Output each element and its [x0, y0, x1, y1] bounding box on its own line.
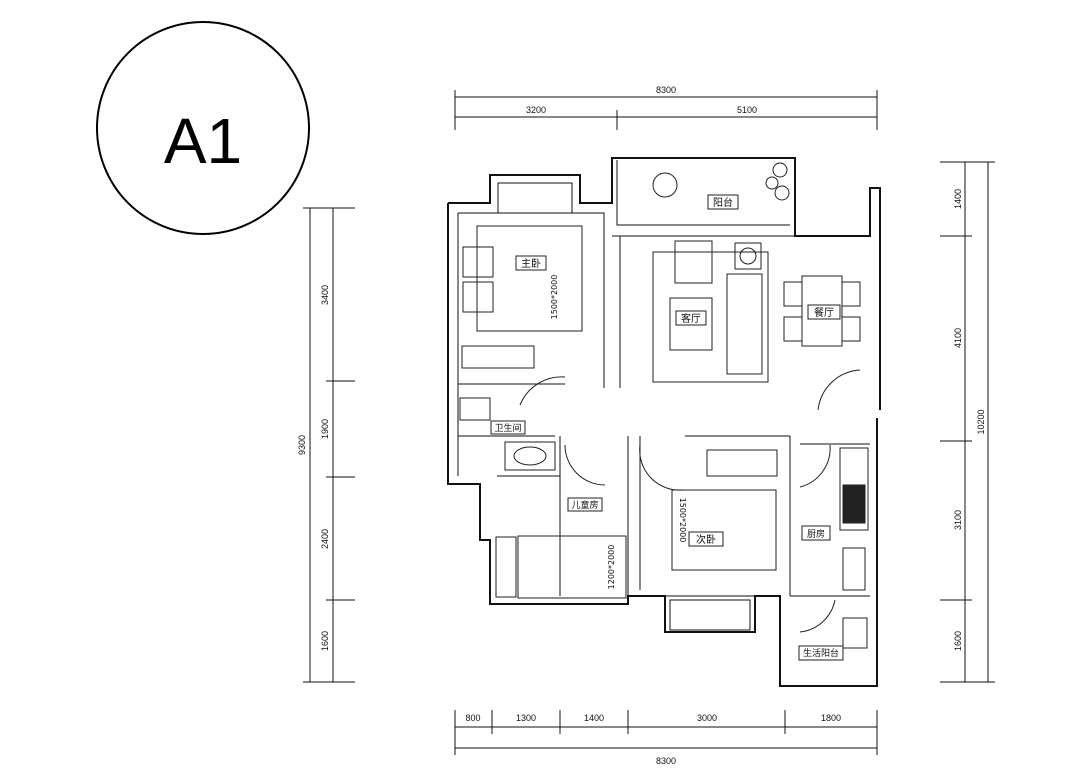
toilet: [459, 397, 491, 421]
washing-machine: [842, 617, 868, 649]
rug: [652, 251, 769, 383]
dim-bottom-1: 800: [465, 713, 480, 723]
second-bed: [671, 489, 777, 571]
dim-right-2: 4100: [953, 328, 963, 348]
master-bed-size: 1500*2000: [550, 275, 559, 320]
balcony-table: [652, 172, 678, 198]
room-second-bedroom: 次卧: [696, 533, 716, 546]
dim-right-3: 3100: [953, 510, 963, 530]
dim-top-total: 8300: [656, 85, 676, 95]
room-utility-balcony: 生活阳台: [803, 647, 839, 659]
dim-top-1: 3200: [526, 105, 546, 115]
furniture: [459, 162, 869, 649]
dim-bottom-3: 1400: [584, 713, 604, 723]
second-wardrobe: [706, 449, 778, 477]
room-living-room: 客厅: [681, 312, 701, 325]
dim-bottom-2: 1300: [516, 713, 536, 723]
kids-bed: [517, 535, 627, 599]
room-dining-room: 餐厅: [814, 306, 834, 319]
room-bathroom: 卫生间: [494, 422, 521, 434]
dim-bottom-5: 1800: [821, 713, 841, 723]
room-master-bedroom: 主卧: [521, 257, 541, 270]
sofa: [726, 273, 763, 375]
wardrobe: [461, 345, 535, 369]
dimension-lines: [303, 90, 995, 755]
plan-title: A1: [164, 105, 242, 177]
dining-table: [801, 275, 843, 347]
room-kids-room: 儿童房: [571, 499, 598, 511]
washbasin: [504, 441, 556, 471]
walls: [447, 157, 881, 687]
master-bed: [476, 225, 583, 332]
dim-left-1: 3400: [320, 285, 330, 305]
room-labels: 主卧 1500*2000 客厅 餐厅 阳台 卫生间 儿童房 1200*2000 …: [490, 194, 844, 661]
kids-bed-size: 1200*2000: [607, 545, 616, 590]
room-balcony: 阳台: [713, 196, 733, 209]
dim-right-4: 1600: [953, 631, 963, 651]
dim-left-3: 2400: [320, 529, 330, 549]
armchair: [674, 240, 713, 284]
sink: [842, 547, 866, 591]
coffee-table: [669, 297, 713, 351]
dim-top-2: 5100: [737, 105, 757, 115]
dim-right-total: 10200: [976, 409, 986, 434]
room-kitchen: 厨房: [807, 528, 825, 540]
dimension-labels: 8300 3200 5100 800 1300 1400 3000 1800 8…: [297, 85, 986, 766]
dim-right-1: 1400: [953, 189, 963, 209]
plan-title-badge: A1: [96, 21, 310, 235]
dim-left-4: 1600: [320, 631, 330, 651]
stove-counter: [839, 447, 869, 531]
dim-bottom-total: 8300: [656, 756, 676, 766]
dim-left-2: 1900: [320, 419, 330, 439]
dim-bottom-4: 3000: [697, 713, 717, 723]
second-bed-size: 1500*2000: [678, 498, 687, 543]
dim-left-total: 9300: [297, 435, 307, 455]
